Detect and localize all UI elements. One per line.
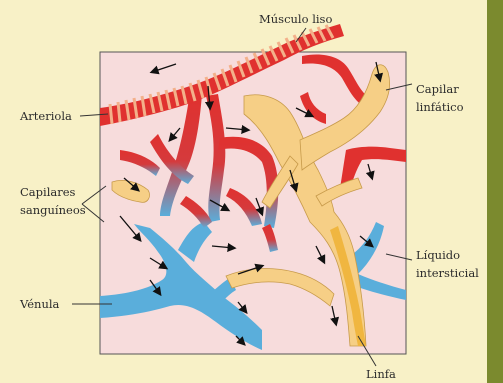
label-musculo-liso: Músculo liso [259,12,332,26]
label-capilares-sanguineos-line2: sanguíneos [20,203,86,217]
label-linfa: Linfa [366,367,396,381]
label-liquido-intersticial-line1: Líquido [416,248,460,262]
label-capilares-sanguineos-line1: Capilares [20,185,76,199]
label-capilar-linfatico-line2: linfático [416,100,464,114]
label-capilar-linfatico-line1: Capilar [416,82,459,96]
right-border-strip [487,0,503,383]
label-arteriola: Arteriola [19,109,72,123]
label-venula: Vénula [19,297,60,311]
label-liquido-intersticial-line2: intersticial [416,266,479,280]
